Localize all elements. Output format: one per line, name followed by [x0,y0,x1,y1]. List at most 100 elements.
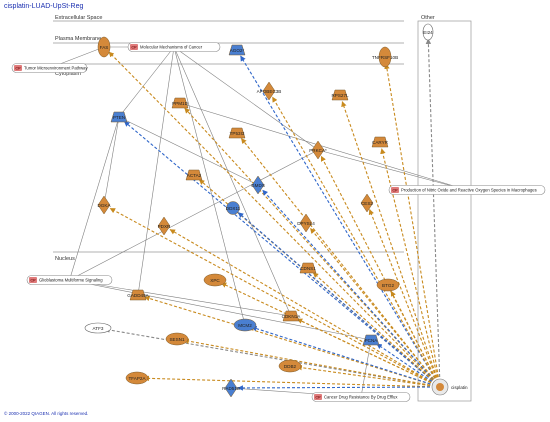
gene-node-ago2[interactable]: AGO2* [228,44,246,56]
trapezoid-shape [282,310,300,322]
pathway-badge-text: CP [392,189,398,193]
regulation-edge-dpysl4 [310,227,441,388]
diamond-shape [97,195,111,215]
relationship-edge [317,149,468,191]
gene-node-dpysl4[interactable]: DPYSL4 [297,213,315,233]
pathway-pill [127,42,221,52]
regulation-edge-gmds [262,189,441,388]
gene-node-dgka[interactable]: DGKA [97,195,111,215]
ellipse-v-shape [97,36,111,58]
gene-node-fas[interactable]: FAS [97,36,111,58]
regulation-edge-fas [108,51,441,388]
regulation-edge-pten [123,121,441,388]
regulation-edge-pcna [376,343,441,388]
gene-node-gadd45a[interactable]: GADD45A [127,289,150,301]
gene-label: DPYSL4 [297,221,315,226]
trapezoid-shape [110,111,128,123]
pathway-badge-text: CP [30,279,36,283]
relationship-edge [137,46,175,296]
gene-node-ddb2[interactable]: DDB2 [278,359,302,373]
pathway-badge [29,277,37,283]
compartments: Extracellular Space Plasma Membrane Cyto… [53,15,472,402]
diamond-shape [262,81,276,101]
gene-label: PCNA [365,338,379,343]
gene-label: XPC [210,278,220,283]
regulation-edge-ces2 [368,208,441,388]
gene-node-pdxr[interactable]: PDXR [158,216,171,236]
diamond-shape [360,193,374,213]
gene-node-cdns1[interactable]: CDNS1 [299,262,317,274]
ellipse-h-shape [165,332,189,346]
ellipse-outline-h-shape [84,322,112,334]
gene-node-ei24[interactable]: EI24 [422,23,434,41]
gene-node-prkca[interactable]: PRKCA* [309,140,327,160]
gene-node-tfap2a[interactable]: TFAP2A [125,371,149,385]
gene-node-apobec3b[interactable]: APOBEC3B [257,81,282,101]
relationship-edge [69,149,319,281]
hub-label: cisplatin [451,385,468,390]
pathway-pill [26,275,113,285]
gene-label: TFAP2A [128,376,146,381]
trapezoid-shape [228,127,246,139]
pathway-pill [11,63,88,73]
relationship-edge [173,46,246,326]
gene-node-pcna[interactable]: PCNA [362,334,380,346]
gene-node-tnfrsf10b[interactable]: TNFRSF10B [372,46,398,68]
gene-label: FAS [100,45,109,50]
regulation-edge-ddx11 [237,212,441,388]
gene-node-gmds[interactable]: GMDS [251,175,265,195]
hub-core [436,383,444,391]
ellipse-h-shape [203,273,227,287]
gene-node-tp53i3[interactable]: TP53I3 [228,127,246,139]
regulation-edge-tp53i3 [240,138,441,388]
regulation-edge-caryr [380,148,441,388]
regulation-edge-mcm2 [251,326,441,388]
edge-layer [49,38,468,398]
gene-node-pten[interactable]: PTEN [110,111,128,123]
relationship-edge [173,46,319,151]
trapezoid-shape [331,89,349,101]
gene-node-acta2[interactable]: ACTA2 [185,169,203,181]
regulation-edge-prkca [320,155,441,388]
relationship-edge [118,46,175,118]
gene-node-ddx11[interactable]: DDX11 [226,201,241,215]
trapezoid-shape [371,136,389,148]
gene-label: CDKN1A [282,314,302,319]
gene-label: GMDS [251,183,265,188]
gene-node-rad51b[interactable]: RAD51B [222,378,240,398]
gene-node-sesn1[interactable]: SESN1 [165,332,189,346]
gene-label: PTEN [113,115,125,120]
regulation-edge-dgka [109,207,441,388]
gene-node-ppm1d[interactable]: PPM1D [171,97,189,109]
regulation-edge-gadd45a [144,295,441,388]
gene-node-caryr[interactable]: CARYR [371,136,389,148]
hub-node-cisplatin[interactable]: cisplatin [431,378,468,396]
gene-node-rps27l[interactable]: RPS27L [331,89,349,101]
gene-node-cdkn1a[interactable]: CDKN1A [282,310,302,322]
gene-node-atf3[interactable]: ATF3 [84,322,112,334]
relationship-edge [103,116,120,206]
gene-node-xpc[interactable]: XPC [203,273,227,287]
page-title: cisplatin-LUAD-UpSt-Reg [4,3,84,10]
gene-label: BTG2 [382,283,394,288]
gene-node-mcm2[interactable]: MCM2 [233,318,257,332]
pathway-pill [311,392,411,402]
ellipse-h-shape [278,359,302,373]
regulation-edge-ei24 [425,38,441,388]
regulation-edge-sesn1 [183,338,441,388]
gene-label: GADD45A [127,293,149,298]
trapezoid-shape [362,334,380,346]
pathway-badge-text: CP [15,67,21,71]
gene-node-ces2[interactable]: CES2 [360,193,374,213]
gene-node-btg2[interactable]: BTG2 [376,278,400,292]
relationship-edge [173,46,292,317]
trapezoid-shape [129,289,147,301]
pathway-badge [14,65,22,71]
